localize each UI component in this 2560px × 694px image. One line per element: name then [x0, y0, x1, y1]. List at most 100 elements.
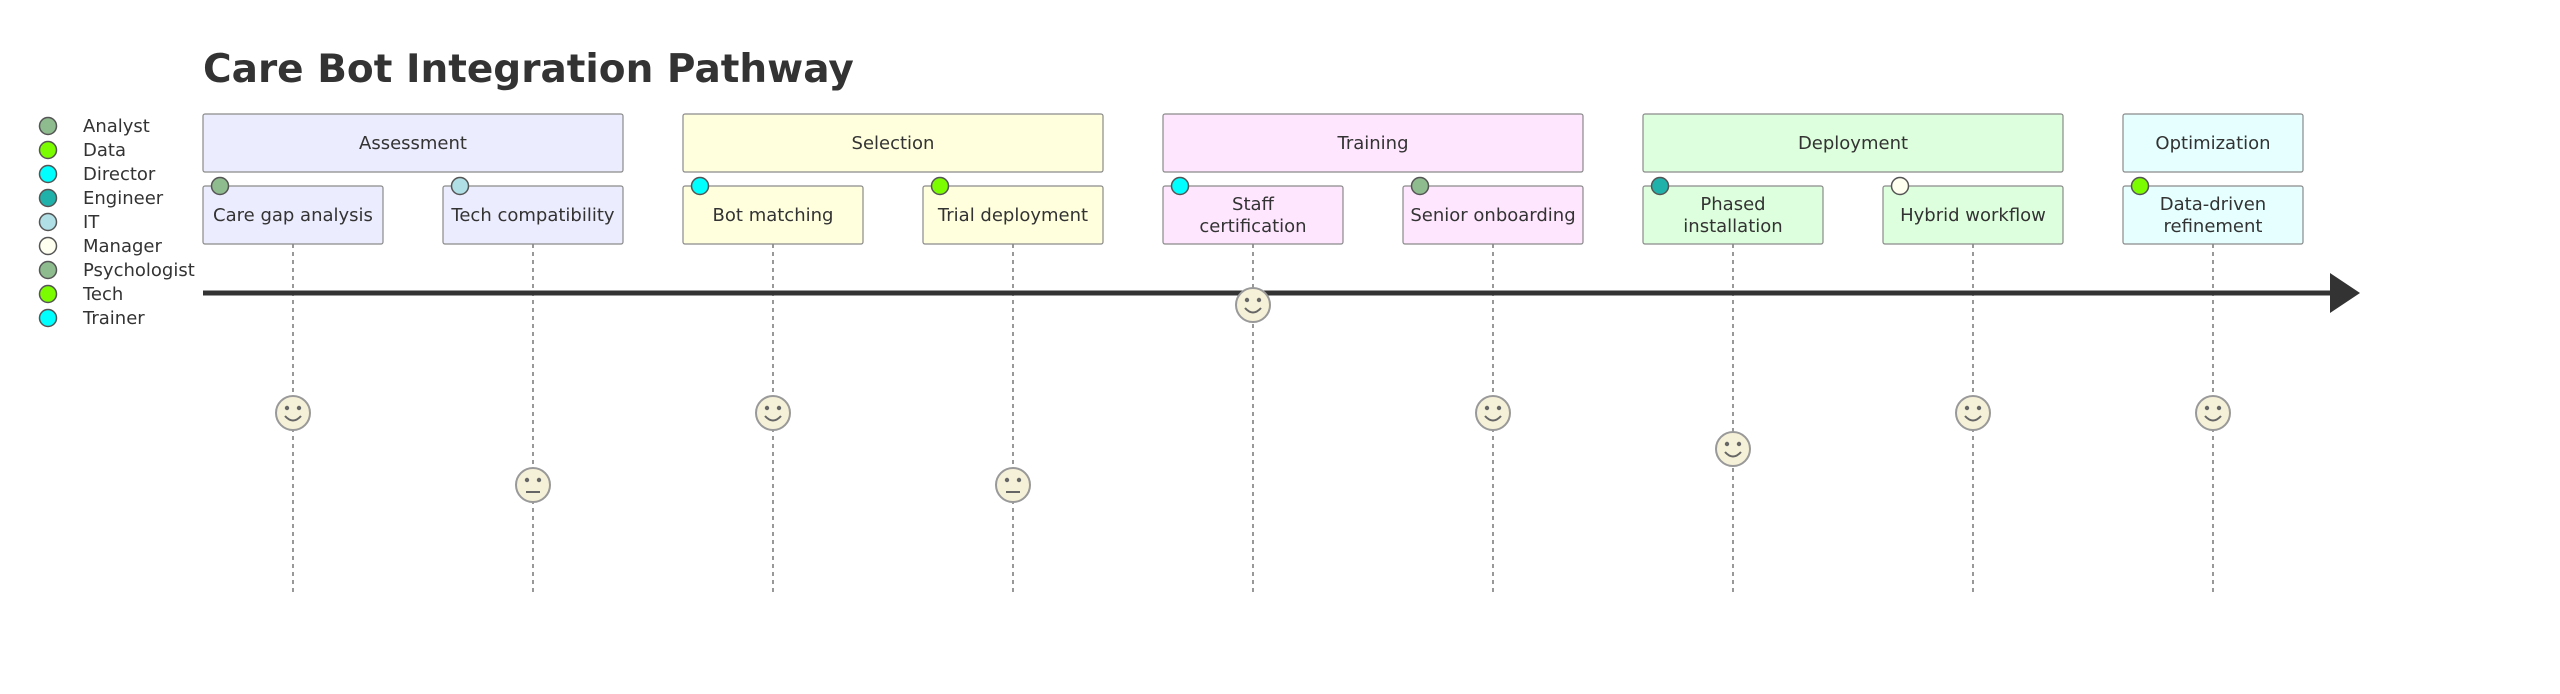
face-mouth-smile [1724, 451, 1742, 458]
legend-label-trainer: Trainer [82, 308, 145, 329]
legend-label-manager: Manager [83, 236, 162, 257]
face-eye [776, 405, 782, 411]
task-care-gap-analysis: Care gap analysis [202, 176, 384, 245]
face-eye [1736, 441, 1742, 447]
section-training: Training [1162, 113, 1584, 173]
legend-item-tech: Tech [38, 284, 123, 305]
legend-item-data: Data [38, 140, 126, 161]
legend-marker-director [38, 164, 58, 184]
actor-dot [210, 176, 230, 196]
legend-label-director: Director [83, 164, 156, 185]
section-label: Deployment [1798, 133, 1908, 154]
task-label: Senior onboarding [1410, 205, 1575, 226]
face-circle [1955, 395, 1991, 431]
face-eye [1496, 405, 1502, 411]
task-box [2122, 185, 2304, 245]
legend-marker-data [38, 140, 58, 160]
face-eye [1016, 477, 1022, 483]
section-label: Selection [852, 133, 935, 154]
face-mouth-smile [1244, 307, 1262, 314]
legend-marker-psychologist [38, 260, 58, 280]
section-label: Training [1336, 133, 1408, 154]
task-box [1162, 185, 1344, 245]
section-deployment: Deployment [1642, 113, 2064, 173]
legend-label-data: Data [83, 140, 126, 161]
section-box [1162, 113, 1584, 173]
face-circle [2195, 395, 2231, 431]
score-face [1475, 395, 1511, 431]
face-eye [764, 405, 770, 411]
face-eye [2204, 405, 2210, 411]
task-trial-deployment: Trial deployment [922, 176, 1104, 245]
legend: AnalystDataDirectorEngineerITManagerPsyc… [38, 116, 195, 329]
section-box [1642, 113, 2064, 173]
face-circle [995, 467, 1031, 503]
score-face [275, 395, 311, 431]
actor-dot [450, 176, 470, 196]
score-face [2195, 395, 2231, 431]
face-circle [755, 395, 791, 431]
task-label: Bot matching [713, 205, 834, 226]
section-optimization: Optimization [2122, 113, 2304, 173]
legend-marker-engineer [38, 188, 58, 208]
face-eye [1004, 477, 1010, 483]
face-circle [275, 395, 311, 431]
actor-dot [690, 176, 710, 196]
section-selection: Selection [682, 113, 1104, 173]
actor-dot [1890, 176, 1910, 196]
face-eye [1724, 441, 1730, 447]
face-mouth-smile [1964, 415, 1982, 422]
face-circle [1475, 395, 1511, 431]
sections: Assessment Selection Training Deployment Opt… [202, 113, 2304, 173]
face-circle [515, 467, 551, 503]
face-eye [296, 405, 302, 411]
face-mouth-smile [1484, 415, 1502, 422]
task-box [1882, 185, 2064, 245]
section-box [2122, 113, 2304, 173]
task-box [442, 185, 624, 245]
section-assessment: Assessment [202, 113, 624, 173]
task-box [202, 185, 384, 245]
face-eye [1256, 297, 1262, 303]
face-eye [524, 477, 530, 483]
face-eye [536, 477, 542, 483]
task-box [682, 185, 864, 245]
task-bot-matching: Bot matching [682, 176, 864, 245]
face-mouth-smile [2204, 415, 2222, 422]
actor-dot [2130, 176, 2150, 196]
legend-item-manager: Manager [38, 236, 162, 257]
task-box [1642, 185, 1824, 245]
face-circle [1715, 431, 1751, 467]
task-label: Tech compatibility [450, 205, 614, 226]
legend-label-it: IT [83, 212, 100, 233]
score-face [1955, 395, 1991, 431]
face-eye [1964, 405, 1970, 411]
actor-dot [930, 176, 950, 196]
score-face [1235, 287, 1271, 323]
score-face [995, 467, 1031, 503]
face-eye [284, 405, 290, 411]
legend-marker-analyst [38, 116, 58, 136]
face-mouth-smile [764, 415, 782, 422]
actor-dot [1170, 176, 1190, 196]
face-eye [2216, 405, 2222, 411]
actor-dot [1410, 176, 1430, 196]
face-eye [1244, 297, 1250, 303]
task-box [1402, 185, 1584, 245]
task-lines [292, 244, 2214, 592]
task-label: Trial deployment [937, 205, 1088, 226]
task-hybrid-workflow: Hybrid workflow [1882, 176, 2064, 245]
score-faces [275, 287, 2231, 503]
legend-item-engineer: Engineer [38, 188, 164, 209]
legend-marker-trainer [38, 308, 58, 328]
legend-label-engineer: Engineer [83, 188, 164, 209]
section-box [682, 113, 1104, 173]
legend-label-psychologist: Psychologist [83, 260, 195, 281]
face-eye [1484, 405, 1490, 411]
section-label: Optimization [2155, 133, 2270, 154]
section-box [202, 113, 624, 173]
tasks: Care gap analysis Tech compatibility Bot m… [202, 176, 2304, 245]
